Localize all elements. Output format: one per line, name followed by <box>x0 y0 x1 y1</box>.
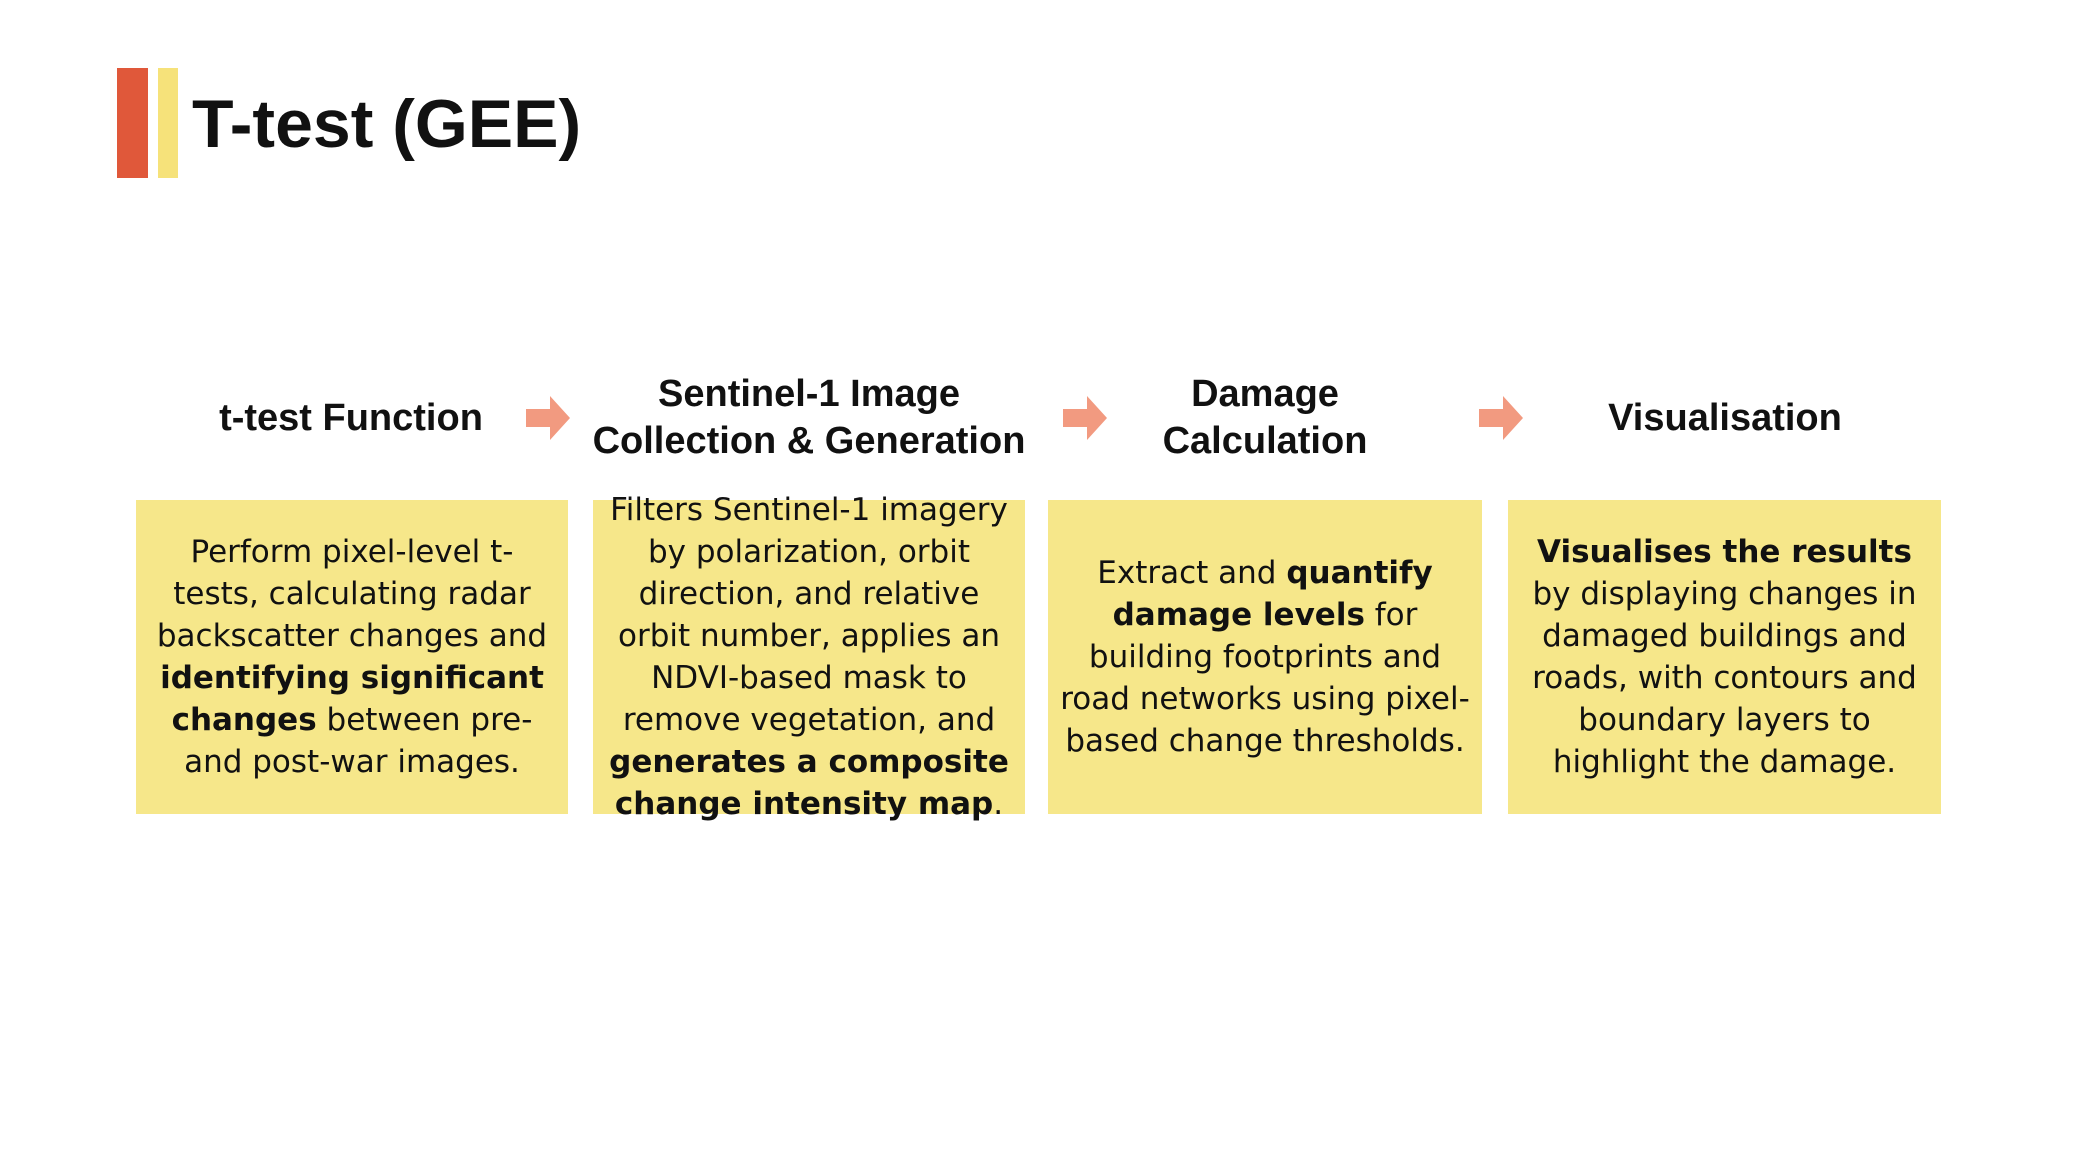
slide-title: T-test (GEE) <box>192 86 582 162</box>
desc-bold-text: identifying significant changes <box>160 660 544 738</box>
step-heading-line: Collection & Generation <box>592 420 1026 462</box>
step-heading-t-test-function: t-test Function <box>196 368 506 468</box>
accent-bar-red <box>117 68 148 178</box>
step-description: Perform pixel-level t-tests, calculating… <box>148 531 556 783</box>
step-box-t-test-function: Perform pixel-level t-tests, calculating… <box>136 500 568 814</box>
step-box-damage-calculation: Extract and quantify damage levels for b… <box>1048 500 1482 814</box>
step-heading-line: Damage <box>1191 373 1339 415</box>
desc-text: by displaying changes in damaged buildin… <box>1532 576 1917 780</box>
step-heading-visualisation: Visualisation <box>1530 368 1920 468</box>
step-description: Extract and quantify damage levels for b… <box>1060 552 1470 762</box>
desc-text: between pre- and post-war images. <box>184 702 533 780</box>
right-arrow-icon <box>1479 396 1523 440</box>
desc-text: for building footprints and road network… <box>1060 597 1470 759</box>
step-box-visualisation: Visualises the results by displaying cha… <box>1508 500 1941 814</box>
step-description: Visualises the results by displaying cha… <box>1520 531 1929 783</box>
desc-bold-text: generates a composite change intensity m… <box>609 744 1009 822</box>
desc-text: Perform pixel-level t-tests, calculating… <box>156 534 548 654</box>
accent-bar-yellow <box>158 68 178 178</box>
right-arrow-icon <box>526 396 570 440</box>
step-heading-line: Visualisation <box>1608 396 1842 439</box>
step-box-sentinel-1: Filters Sentinel-1 imagery by polarizati… <box>593 492 1025 822</box>
step-description: Filters Sentinel-1 imagery by polarizati… <box>605 489 1013 825</box>
step-heading-line: t-test Function <box>219 396 483 439</box>
desc-text: Filters Sentinel-1 imagery by polarizati… <box>610 492 1008 738</box>
desc-text: . <box>993 786 1004 822</box>
step-heading-line: Sentinel-1 Image <box>658 373 960 415</box>
step-heading-sentinel-1: Sentinel-1 Image Collection & Generation <box>570 368 1048 468</box>
step-heading-line: Calculation <box>1162 420 1368 462</box>
desc-text: Extract and <box>1097 555 1287 591</box>
desc-bold-text: Visualises the results <box>1537 534 1912 570</box>
desc-bold-text: quantify damage levels <box>1112 555 1433 633</box>
step-heading-damage-calculation: Damage Calculation <box>1130 368 1400 468</box>
right-arrow-icon <box>1063 396 1107 440</box>
